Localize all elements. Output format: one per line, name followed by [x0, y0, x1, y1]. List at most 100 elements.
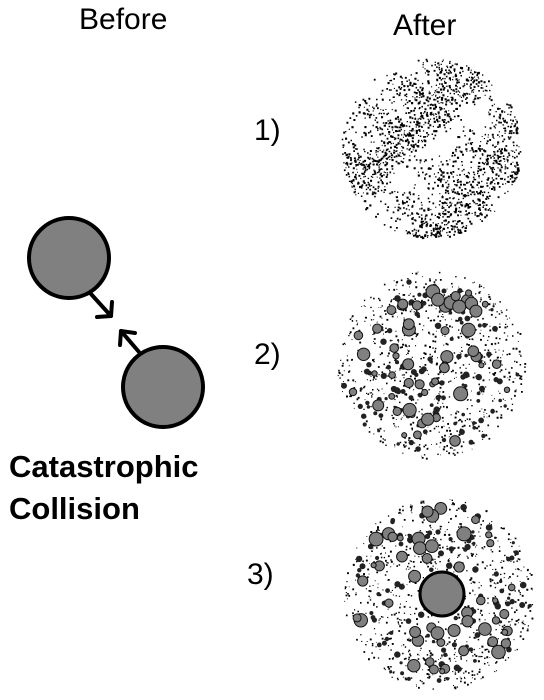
pebble: [384, 397, 388, 401]
pebble: [461, 412, 466, 417]
pebble: [406, 279, 412, 285]
fragment: [403, 377, 414, 389]
fragment: [428, 664, 439, 675]
remnant-body: [418, 570, 466, 618]
step-label-2: 2): [254, 338, 281, 371]
pebble: [431, 639, 436, 644]
pebble: [429, 403, 434, 407]
fragment: [396, 534, 404, 542]
pebble: [399, 661, 403, 665]
fragment: [440, 350, 454, 364]
pebble: [441, 647, 447, 653]
fragment: [453, 386, 469, 402]
fragment: [461, 615, 474, 628]
fragment: [402, 318, 415, 331]
pebble: [341, 382, 347, 389]
pebble: [479, 385, 485, 392]
pebble: [441, 437, 447, 443]
fragment: [397, 298, 409, 310]
fragment: [372, 399, 385, 412]
pebble: [464, 315, 471, 322]
pebble: [394, 360, 400, 365]
fragment: [491, 616, 501, 625]
pebble: [472, 541, 476, 546]
pebble: [377, 429, 381, 433]
fragment: [371, 370, 378, 377]
pebble: [376, 642, 382, 648]
pebble: [386, 364, 391, 370]
pebble: [463, 384, 468, 388]
pebble: [449, 337, 454, 341]
fragment: [388, 371, 396, 379]
pebble: [426, 633, 430, 638]
pebble: [376, 592, 381, 597]
fragment: [421, 553, 433, 564]
pebble: [408, 439, 414, 446]
fragment: [389, 343, 400, 353]
pebble: [499, 579, 503, 584]
fragment: [425, 539, 439, 553]
fragment: [439, 362, 450, 374]
pebble: [482, 322, 487, 328]
fragment: [456, 526, 472, 542]
pebble: [448, 546, 455, 552]
pebble: [460, 374, 466, 380]
pebble: [436, 678, 442, 683]
fragment: [485, 531, 493, 539]
pebble: [398, 541, 404, 547]
pebble: [490, 308, 494, 312]
fragment: [458, 645, 470, 657]
pebble: [468, 439, 474, 445]
pebble: [499, 588, 505, 594]
fragment: [461, 322, 476, 338]
pebble: [453, 615, 458, 621]
fragment: [407, 659, 421, 673]
pebble: [457, 288, 463, 294]
pebble: [493, 377, 499, 383]
fragment: [481, 300, 489, 308]
pebble: [373, 411, 378, 416]
pebble: [474, 632, 481, 638]
pebble: [509, 598, 515, 605]
step-label-3: 3): [247, 558, 274, 591]
fragment: [353, 330, 364, 341]
fragment: [392, 406, 402, 416]
fragment: [450, 291, 461, 302]
fragment: [469, 304, 483, 318]
colliding-body-bottom: [121, 345, 205, 429]
pebble: [400, 389, 406, 394]
pebble: [507, 596, 511, 600]
fragment: [414, 379, 425, 390]
pebble: [514, 551, 519, 556]
fragment: [357, 575, 369, 587]
fragment: [401, 432, 408, 439]
pebble: [509, 555, 515, 561]
pebble: [387, 328, 393, 334]
fragment: [449, 435, 461, 447]
pebble: [459, 320, 464, 325]
pebble: [427, 356, 433, 362]
pebble: [355, 555, 363, 563]
fragment: [434, 502, 448, 515]
pebble: [441, 288, 447, 294]
pebble: [476, 399, 481, 403]
fragment: [500, 638, 512, 649]
pebble: [494, 603, 501, 610]
fragment: [503, 386, 511, 393]
pebble: [357, 403, 363, 409]
fragment: [396, 550, 408, 563]
pebble: [486, 351, 492, 357]
pebble: [528, 603, 532, 608]
before-scene: [27, 216, 205, 429]
fragment: [431, 377, 440, 386]
pebble: [481, 433, 486, 439]
pebble: [417, 392, 423, 398]
pebble: [511, 541, 515, 545]
fragment: [408, 569, 422, 583]
fragment: [421, 412, 435, 426]
pebble: [490, 409, 495, 414]
pebble: [435, 394, 441, 401]
pebble: [492, 325, 498, 332]
dust-particles: [341, 58, 522, 240]
fragment: [392, 352, 400, 360]
